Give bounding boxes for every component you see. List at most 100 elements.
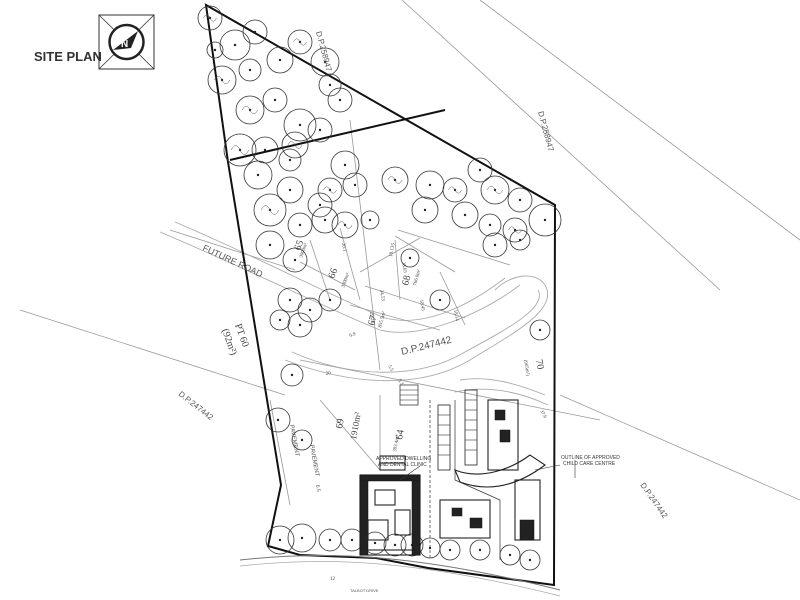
dp-label-right: D.P.258947 [536, 110, 556, 153]
tree-trunk-icon [290, 373, 294, 377]
tree-trunk-icon [300, 438, 304, 442]
tree-trunk-icon [263, 148, 267, 152]
dim-label: 20.1 [340, 242, 347, 252]
tree-canopy-icon [265, 525, 295, 555]
tree-canopy-icon [342, 172, 368, 198]
tree-trunk-icon [308, 308, 312, 312]
tree-canopy-icon [482, 232, 508, 258]
tree-canopy-icon [307, 117, 333, 143]
tree-canopy-icon [297, 297, 323, 323]
tree-canopy-detail [508, 226, 522, 234]
tree-canopy-detail [448, 186, 462, 194]
tree-trunk-icon [423, 208, 427, 212]
parking-area [399, 384, 501, 560]
tree-trunk-icon [278, 538, 282, 542]
tree-canopy-icon [310, 47, 340, 77]
lot-68-number: 68 [400, 274, 413, 287]
dim-label: 18.135 [389, 242, 396, 257]
lot-69-number: 69 [334, 418, 347, 430]
tree-canopy-icon [307, 192, 333, 218]
lot-66-area: 3300m² [340, 272, 351, 289]
tree-canopy-detail [260, 205, 280, 215]
tree-canopy-icon [411, 196, 439, 224]
tree-canopy-icon [287, 29, 313, 55]
lot-66-number: 66 [326, 267, 340, 280]
tree-canopy-detail [214, 75, 230, 85]
tree-trunk-icon [273, 98, 277, 102]
lot-65-area: 3000m² [298, 242, 309, 259]
tree-canopy-icon [318, 73, 342, 97]
tree-canopy-icon [266, 46, 294, 74]
tree-trunk-icon [528, 558, 532, 562]
tree-trunk-icon [463, 213, 467, 217]
tree-canopy-detail [230, 145, 250, 155]
tree-trunk-icon [213, 48, 217, 52]
dwelling-dental-clinic-building [359, 455, 421, 556]
dim-label: 5.5 [386, 365, 394, 373]
tree-trunk-icon [518, 238, 522, 242]
tree-canopy-detail [203, 14, 217, 22]
tree-trunk-icon [543, 218, 547, 222]
north-arrow-icon: N [98, 14, 155, 70]
tree-canopy-icon [262, 87, 288, 113]
tree-canopy-icon [287, 212, 313, 238]
tree-canopy-icon [238, 58, 262, 82]
childcare-callout-line1: OUTLINE OF APPROVED [561, 455, 620, 461]
dim-label: 18.14 [452, 309, 459, 321]
childcare-callout-line2: CHILD CARE CENTRE [563, 461, 616, 467]
tree-trunk-icon [438, 298, 442, 302]
lot-70-area: (905m²) [522, 359, 531, 376]
street-edge [239, 554, 561, 591]
tree-trunk-icon [328, 83, 332, 87]
tree-canopy-detail [387, 176, 403, 184]
dwelling-callout-line1: APPROVED DWELLING [376, 456, 431, 462]
tree-canopy-icon [242, 19, 268, 45]
tree-trunk-icon [343, 163, 347, 167]
tree-canopy-icon [529, 319, 551, 341]
lot-67-area: 855.5m² [377, 310, 387, 328]
tree-canopy-icon [243, 160, 273, 190]
dim-label: 6.9 [349, 332, 357, 339]
tree-trunk-icon [368, 218, 372, 222]
tree-canopy-detail [287, 141, 303, 149]
tree-canopy-icon [206, 41, 224, 59]
tree-trunk-icon [478, 168, 482, 172]
dim-label: 20 [325, 371, 331, 377]
dim-label: 18.45 [418, 299, 425, 311]
tree-canopy-icon [207, 65, 237, 95]
lot-70-number: 70 [533, 359, 546, 371]
lot-64-number: 64 [394, 429, 407, 441]
tree-canopy-icon [507, 187, 533, 213]
tree-trunk-icon [448, 548, 452, 552]
tree-trunk-icon [318, 203, 322, 207]
tree-canopy-detail [487, 185, 503, 195]
tree-canopy-detail [293, 38, 307, 46]
tree-trunk-icon [408, 256, 412, 260]
tree-trunk-icon [518, 198, 522, 202]
lot-64-area: 393.4m² [392, 434, 401, 452]
lot-68-area: 766.0m² [412, 268, 422, 286]
tree-canopy-icon [442, 177, 468, 203]
tree-canopy-icon [280, 363, 304, 387]
cadastral-lines [19, 0, 800, 501]
dim-label: 34.53 [378, 289, 385, 301]
tree-trunk-icon [538, 328, 542, 332]
tree-canopy-icon [451, 201, 479, 229]
tree-canopy-icon [265, 407, 291, 433]
tree-trunk-icon [278, 318, 282, 322]
dp-label-center: D.P.247442 [400, 335, 453, 358]
tree-canopy-icon [283, 108, 317, 142]
tree-trunk-icon [293, 258, 297, 262]
tree-canopy-icon [291, 429, 313, 451]
tree-canopy-detail [323, 186, 337, 194]
tree-trunk-icon [300, 536, 304, 540]
tree-cluster [197, 5, 562, 571]
dim-label: 8.3 [396, 379, 404, 387]
pavement-label: PAVEMENT [288, 424, 300, 457]
tree-trunk-icon [323, 218, 327, 222]
child-care-centre-building [439, 399, 546, 541]
site-plan-title: SITE PLAN [34, 49, 102, 64]
tree-canopy-icon [478, 213, 502, 237]
tree-trunk-icon [298, 323, 302, 327]
tree-trunk-icon [373, 541, 377, 545]
